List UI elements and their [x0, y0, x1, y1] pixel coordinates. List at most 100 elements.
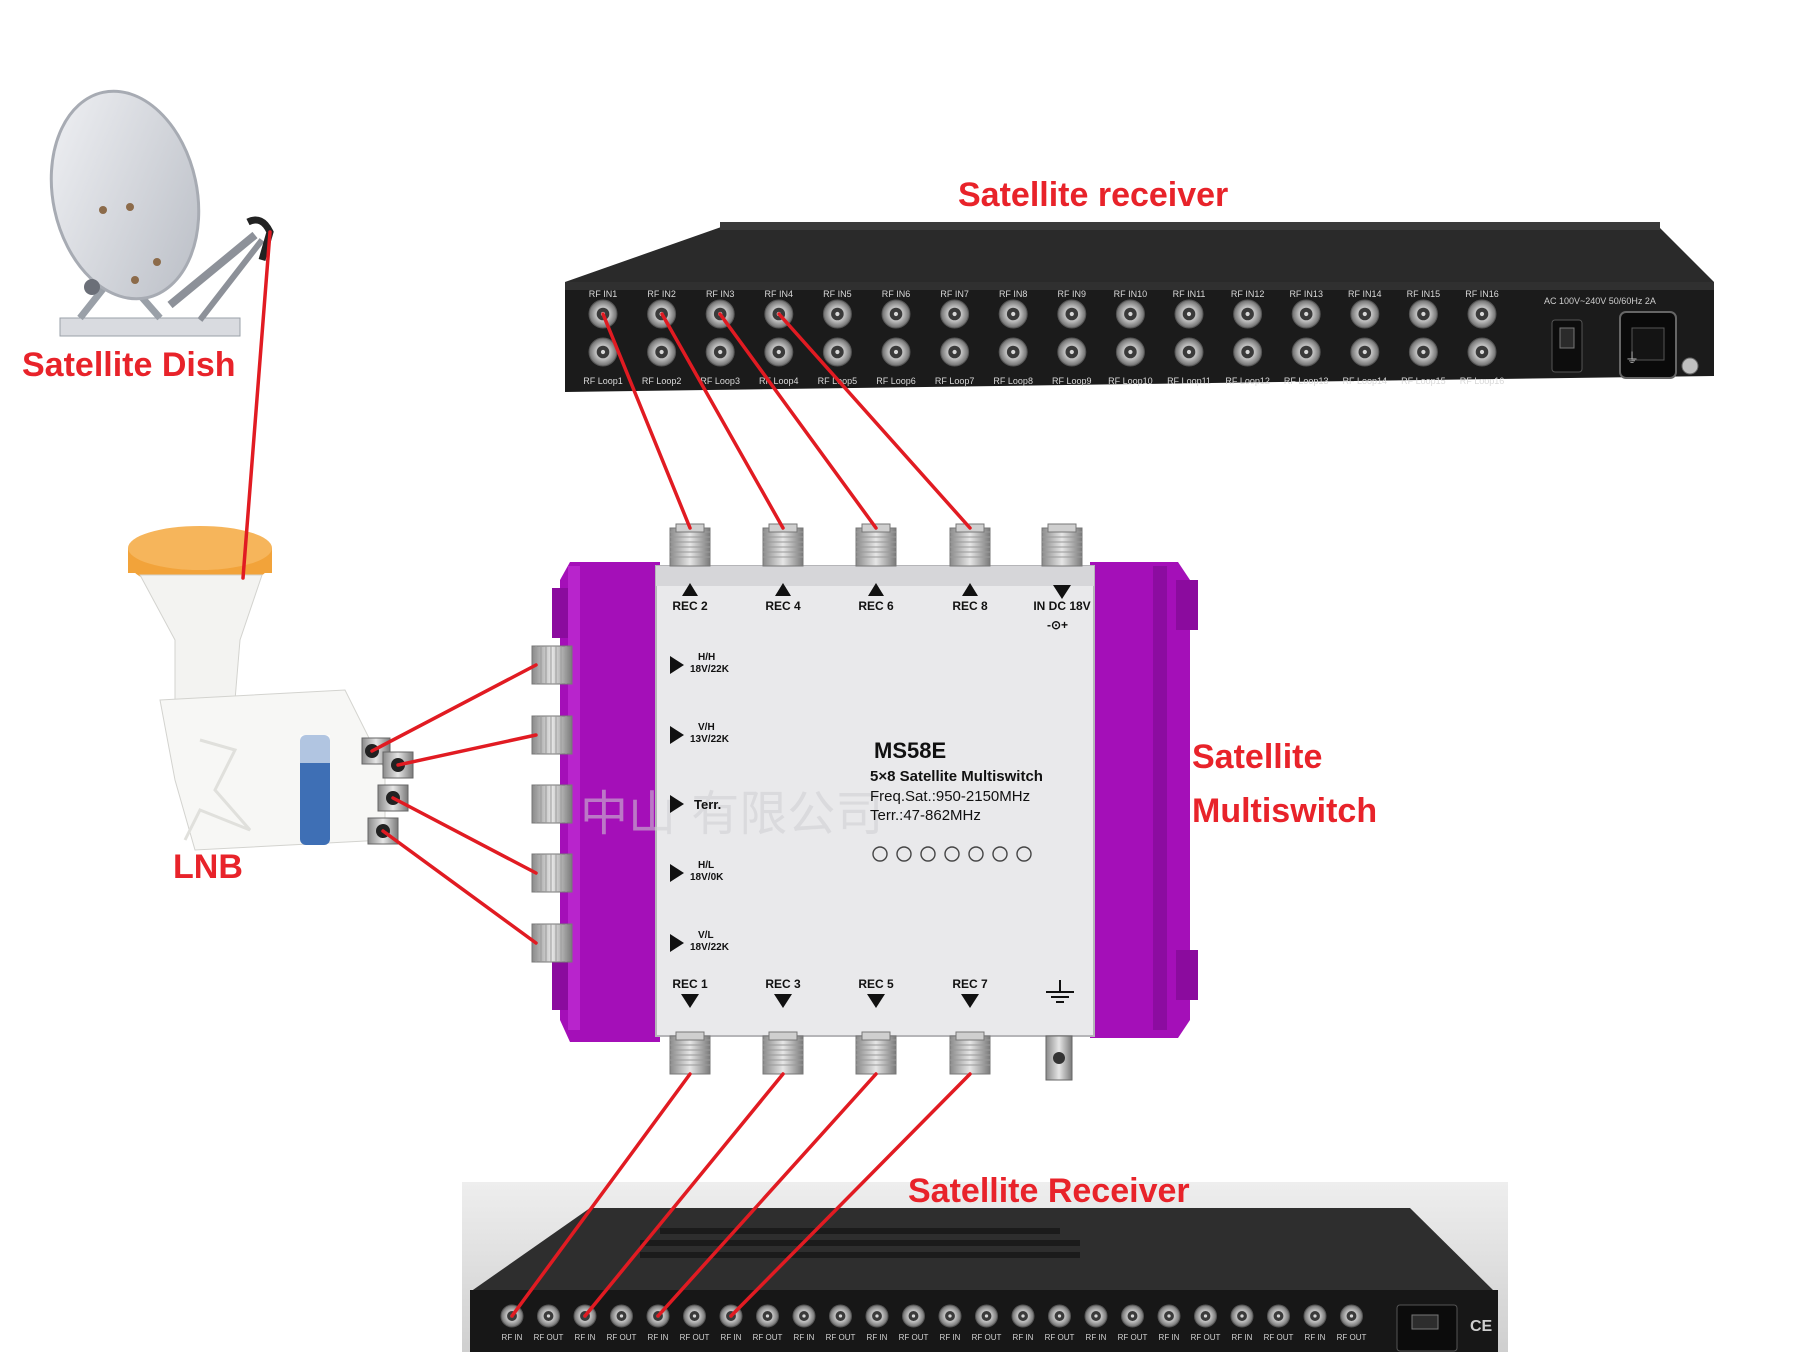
top-receiver-power-label: AC 100V~240V 50/60Hz 2A — [1544, 296, 1656, 306]
multiswitch-label-line1: Satellite — [1192, 738, 1323, 776]
multiswitch-input-sublabel-5: 18V/22K — [690, 942, 730, 953]
bottom-receiver-port-13 — [938, 1304, 962, 1328]
bottom-receiver-port-12 — [902, 1304, 925, 1328]
cable-dish-to-lnb — [241, 230, 272, 580]
bottom-receiver-port-23 — [1303, 1304, 1327, 1328]
cable-rec5-to-receiver — [656, 1072, 878, 1318]
multiswitch-input-label-5: V/L — [698, 930, 714, 941]
multiswitch-top-port-5 — [1041, 523, 1083, 567]
top-receiver-loop-label-6: RF Loop6 — [876, 376, 916, 386]
multiswitch-hd-icon — [1016, 846, 1032, 862]
bottom-receiver-port-label-22: RF OUT — [1264, 1333, 1294, 1342]
top-receiver-loop-port-16 — [1467, 337, 1497, 367]
top-receiver-in-label-1: RF IN1 — [589, 289, 618, 299]
bottom-receiver-port-label-23: RF IN — [1305, 1333, 1326, 1342]
top-receiver-in-label-9: RF IN9 — [1058, 289, 1087, 299]
multiswitch-bottom-arrow-1 — [681, 994, 699, 1008]
top-receiver-in-label-15: RF IN15 — [1407, 289, 1441, 299]
top-receiver-loop-port-15 — [1408, 337, 1438, 367]
top-receiver-in-port-8 — [998, 299, 1028, 329]
multiswitch-ring-icon — [896, 846, 912, 862]
top-receiver-in-port-6 — [881, 299, 911, 329]
top-receiver-loop-port-10 — [1115, 337, 1145, 367]
multiswitch-top-port-label-3: REC 6 — [858, 599, 894, 613]
lnb-device — [128, 526, 386, 851]
multiswitch-bottom-arrow-4 — [961, 994, 979, 1008]
bottom-receiver-port-2 — [537, 1304, 560, 1328]
cable-rec6-to-rf-in3 — [718, 312, 878, 530]
lnb-label: LNB — [173, 848, 243, 886]
multiswitch-description: 5×8 Satellite Multiswitch — [870, 768, 1043, 785]
multiswitch-top-port-1 — [669, 523, 711, 567]
bottom-receiver-port-label-5: RF IN — [648, 1333, 669, 1342]
bottom-receiver-port-label-9: RF IN — [794, 1333, 815, 1342]
top-receiver-in-label-16: RF IN16 — [1465, 289, 1499, 299]
bottom-receiver-port-label-17: RF IN — [1086, 1333, 1107, 1342]
cable-rec2-to-rf-in1 — [601, 312, 692, 530]
multiswitch-input-port-4 — [531, 853, 573, 893]
multiswitch-input-sublabel-1: 18V/22K — [690, 664, 730, 675]
top-receiver-loop-label-15: RF Loop15 — [1401, 376, 1446, 386]
multiswitch-top-port-2 — [762, 523, 804, 567]
multiswitch-input-arrow-1 — [670, 656, 684, 674]
top-receiver-in-port-12 — [1233, 299, 1263, 329]
top-receiver-loop-label-8: RF Loop8 — [993, 376, 1033, 386]
cable-rec1-to-receiver — [510, 1072, 692, 1318]
top-receiver-loop-label-4: RF Loop4 — [759, 376, 799, 386]
multiswitch-top-port-label-5: IN DC 18V — [1033, 599, 1090, 613]
top-receiver-loop-port-12 — [1233, 337, 1263, 367]
multiswitch-input-arrow-4 — [670, 864, 684, 882]
multiswitch-bottom-arrow-3 — [867, 994, 885, 1008]
top-receiver-in-label-6: RF IN6 — [882, 289, 911, 299]
cable-lnb-to-vl — [381, 829, 538, 945]
top-receiver-loop-label-1: RF Loop1 — [583, 376, 623, 386]
multiswitch-top-arrow-3 — [868, 583, 884, 596]
top-receiver-loop-port-2 — [647, 337, 677, 367]
top-receiver-loop-port-14 — [1350, 337, 1380, 367]
bottom-receiver-port-label-16: RF OUT — [1045, 1333, 1075, 1342]
bottom-receiver-port-14 — [975, 1304, 998, 1328]
multiswitch-freq-sat: Freq.Sat.:950-2150MHz — [870, 788, 1031, 805]
multiswitch-input-port-1 — [531, 645, 573, 685]
cable-lnb-to-hl — [391, 796, 538, 875]
cable-rec4-to-rf-in2 — [660, 312, 785, 530]
multiswitch-input-port-5 — [531, 923, 573, 963]
top-receiver-loop-port-1 — [588, 337, 618, 367]
top-receiver-loop-port-8 — [998, 337, 1028, 367]
top-receiver-label: Satellite receiver — [958, 176, 1229, 214]
satellite-dish-label: Satellite Dish — [22, 346, 236, 384]
top-receiver-loop-port-11 — [1174, 337, 1204, 367]
bottom-receiver-port-22 — [1267, 1304, 1290, 1328]
multiswitch-input-port-2 — [531, 715, 573, 755]
bottom-receiver-port-9 — [792, 1304, 816, 1328]
top-receiver-in-port-16 — [1467, 299, 1497, 329]
multiswitch-bottom-port-label-2: REC 3 — [765, 977, 801, 991]
multiswitch-recycle-icon — [872, 846, 888, 862]
top-receiver-in-label-8: RF IN8 — [999, 289, 1028, 299]
cable-lnb-to-vh — [396, 733, 538, 767]
top-receiver-in-label-14: RF IN14 — [1348, 289, 1382, 299]
multiswitch-input-arrow-2 — [670, 726, 684, 744]
bottom-receiver-port-label-15: RF IN — [1013, 1333, 1034, 1342]
multiswitch-bottom-port-label-3: REC 5 — [858, 977, 894, 991]
multiswitch-label-line2: Multiswitch — [1192, 792, 1378, 830]
bottom-receiver-port-label-24: RF OUT — [1337, 1333, 1367, 1342]
bottom-receiver-port-label-3: RF IN — [575, 1333, 596, 1342]
cable-rec3-to-receiver — [583, 1072, 785, 1318]
multiswitch-input-label-3: Terr. — [694, 797, 721, 812]
multiswitch-device: 中山 有限公司 — [552, 562, 1198, 1042]
multiswitch-input-sublabel-2: 13V/22K — [690, 734, 730, 745]
top-receiver-in-label-5: RF IN5 — [823, 289, 852, 299]
bottom-receiver-port-label-18: RF OUT — [1118, 1333, 1148, 1342]
top-receiver-in-port-5 — [822, 299, 852, 329]
top-receiver-loop-port-6 — [881, 337, 911, 367]
bottom-receiver-port-19 — [1157, 1304, 1181, 1328]
cable-rec8-to-rf-in4 — [777, 312, 972, 530]
top-receiver-loop-label-11: RF Loop11 — [1167, 376, 1211, 386]
top-receiver-loop-label-13: RF Loop13 — [1284, 376, 1329, 386]
bottom-receiver-port-label-10: RF OUT — [826, 1333, 856, 1342]
multiswitch-input-arrow-3 — [670, 795, 684, 813]
